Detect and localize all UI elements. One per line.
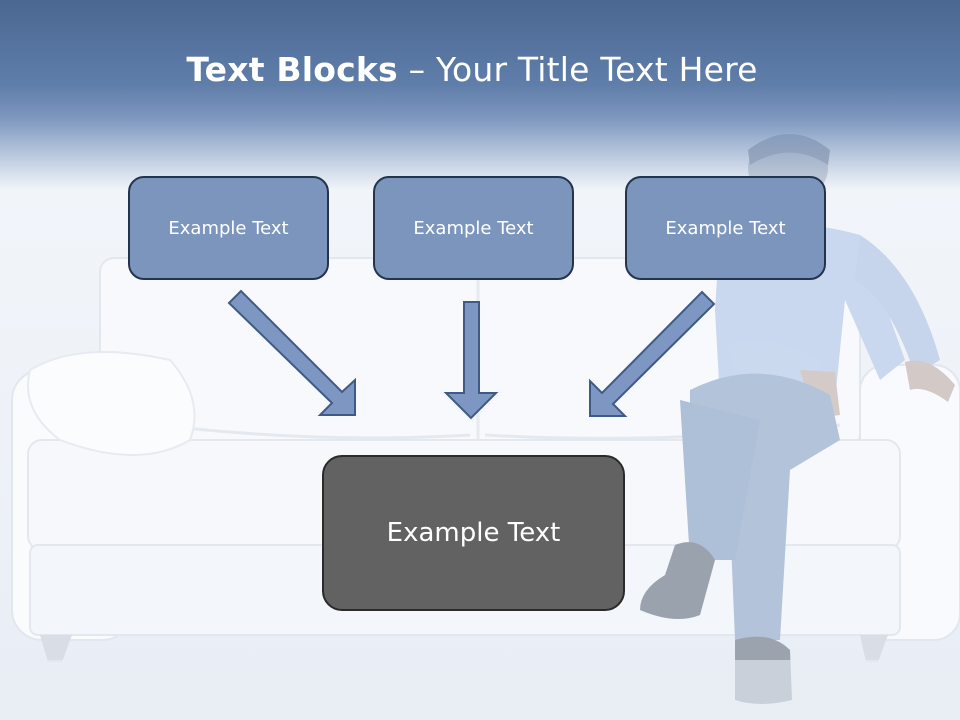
title-bold: Text Blocks [186, 50, 398, 89]
title-rest: Your Title Text Here [435, 50, 758, 89]
text-block-1: Example Text [128, 176, 329, 280]
text-block-2: Example Text [373, 176, 574, 280]
arrow-right-diagonal [589, 290, 716, 417]
title-band [0, 0, 960, 190]
arrow-center-down [443, 301, 499, 420]
text-block-3-label: Example Text [665, 217, 786, 239]
text-block-3: Example Text [625, 176, 826, 280]
text-block-1-label: Example Text [168, 217, 289, 239]
result-block-label: Example Text [386, 518, 561, 548]
arrow-left-diagonal [227, 289, 356, 416]
title-dash: – [397, 50, 436, 89]
slide-title: Text Blocks – Your Title Text Here [0, 50, 944, 89]
result-block: Example Text [322, 455, 625, 611]
text-block-2-label: Example Text [413, 217, 534, 239]
